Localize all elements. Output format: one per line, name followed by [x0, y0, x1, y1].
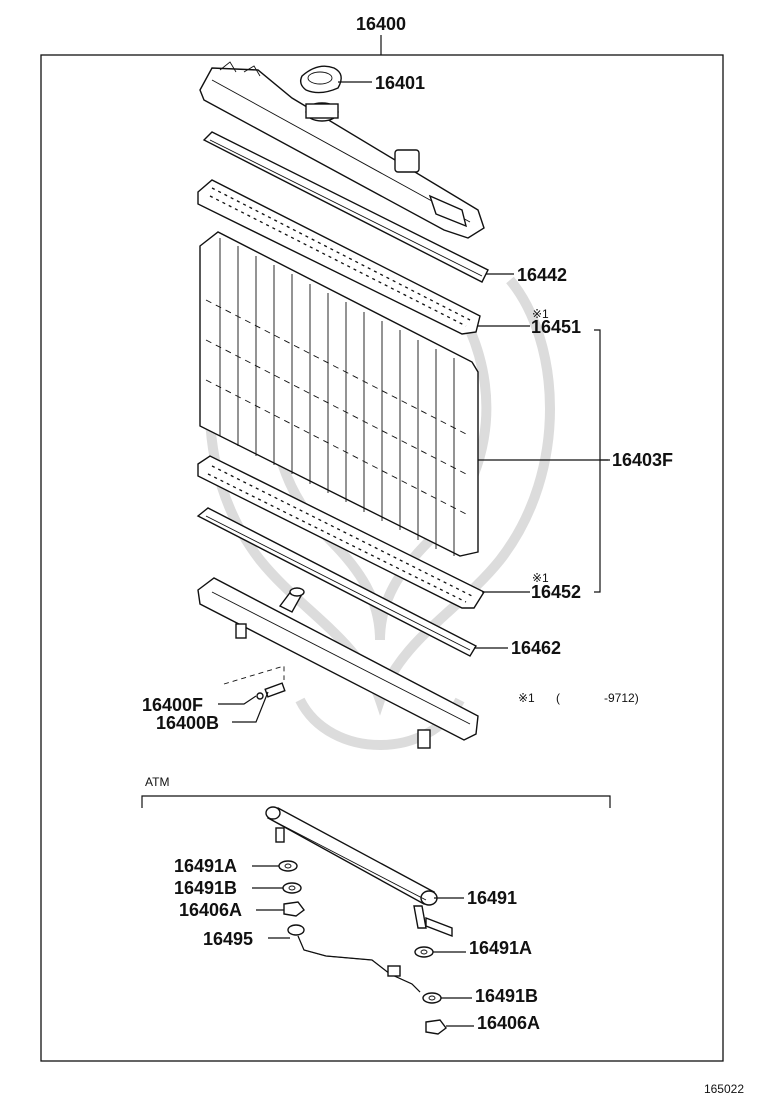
- lower-tank: [197, 577, 479, 749]
- label-16491A-left: 16491A: [174, 856, 237, 876]
- label-16452-mark: ※1: [532, 571, 549, 585]
- upper-tank: [199, 61, 485, 239]
- upper-gasket: [202, 131, 489, 283]
- footnote-range: -9712): [604, 691, 639, 705]
- label-16451-mark: ※1: [532, 307, 549, 321]
- drain-cock: [223, 665, 286, 700]
- washer-16491B-left: [282, 882, 302, 894]
- label-16451: 16451: [531, 317, 581, 337]
- assembly-frame: [40, 54, 724, 1062]
- label-16462: 16462: [511, 638, 561, 658]
- radiator-cap: [299, 65, 342, 94]
- label-16406A-left: 16406A: [179, 900, 242, 920]
- footnote-open-paren: (: [556, 691, 560, 705]
- atm-label: ATM: [145, 775, 169, 789]
- label-16400F: 16400F: [142, 695, 203, 715]
- label-16400B: 16400B: [156, 713, 219, 733]
- label-16403F: 16403F: [612, 450, 673, 470]
- oil-cooler: [265, 806, 453, 938]
- label-16495: 16495: [203, 929, 253, 949]
- label-16491B-right: 16491B: [475, 986, 538, 1006]
- label-16406A-right: 16406A: [477, 1013, 540, 1033]
- leader-16400F: [218, 695, 257, 705]
- washer-16491A-right: [414, 946, 434, 958]
- leader-16400B: [232, 691, 269, 723]
- nut-16406A-left: [283, 901, 305, 917]
- label-16452: 16452: [531, 582, 581, 602]
- atm-bracket: [141, 795, 611, 808]
- label-16491A-right: 16491A: [469, 938, 532, 958]
- lower-gasket: [196, 507, 477, 657]
- group-bracket: [594, 329, 601, 593]
- radiator-core: [199, 231, 479, 557]
- washer-16491B-right: [422, 992, 442, 1004]
- washer-16491A-left: [278, 860, 298, 872]
- label-16491B-left: 16491B: [174, 878, 237, 898]
- upper-plate: [197, 179, 481, 335]
- oil-cooler-pipe: [287, 924, 421, 993]
- label-16442: 16442: [517, 265, 567, 285]
- footnote-mark: ※1: [518, 691, 535, 705]
- nut-16406A-right: [425, 1019, 447, 1035]
- lower-plate: [197, 455, 486, 609]
- label-16491: 16491: [467, 888, 517, 908]
- figure-code: 165022: [704, 1082, 744, 1096]
- label-16401: 16401: [375, 73, 425, 93]
- assembly-number: 16400: [356, 14, 406, 34]
